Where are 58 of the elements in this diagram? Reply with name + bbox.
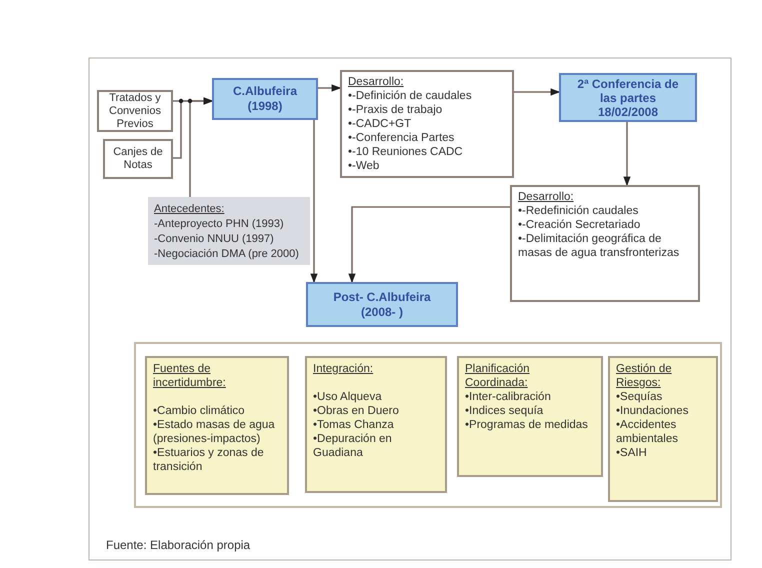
list-item: •-Conferencia Partes [348,131,456,145]
heading: Desarrollo: [348,75,405,89]
list-item: •-Delimitación geográfica de masas de agua transfronterizas [518,232,680,260]
connector-arrow [189,97,214,197]
list-item: •Tomas Chanza [313,418,395,432]
list-item: •-Praxis de trabajo [348,103,444,117]
list-item: •Estuarios y zonas de transición [153,446,265,474]
list-item: •-CADC+GT [348,117,412,131]
list-item: •Indices sequía [465,404,544,418]
list-item: -Anteproyecto PHN (1993) [154,217,285,232]
list-item: -Negociación DMA (pre 2000) [154,247,300,262]
caption: Fuente: Elaboración propia [106,538,250,552]
connector-arrow [318,84,342,92]
list-box [340,70,514,178]
list-item: •Programas de medidas [465,418,589,432]
list-item: •-Creación Secretariado [518,218,642,232]
list-item: •SAIH [616,446,648,460]
topic-box [608,356,718,502]
process-box [97,90,173,132]
heading: Integración: [313,362,374,376]
topic-box [145,356,289,495]
background-panel [148,197,310,265]
connector-arrow [348,206,510,284]
list-item: •Accidentes ambientales [616,418,680,446]
node-label: Post- C.Albufeira (2008- ) [332,290,432,320]
heading: Gestión de Riesgos: [616,362,673,390]
heading: Desarrollo: [518,190,575,204]
node-label: Tratados y Convenios Previos [108,92,162,130]
list-item: •-Redefinición caudales [518,204,640,218]
connector-arrow [310,120,318,284]
process-box [103,139,173,179]
list-item: •Uso Alqueva [313,390,383,404]
list-item: -Convenio NNUU (1997) [154,232,275,247]
list-item: •Inter-calibración [465,390,552,404]
milestone-box [559,73,697,122]
list-item: •Depuración en Guadiana [313,432,393,460]
node-label: 2ª Conferencia de las partes 18/02/2008 [576,76,680,118]
heading: Fuentes de incertidumbre: [153,362,227,390]
list-item: •Estado masas de agua (presiones-impactos) [153,418,276,446]
topic-box [305,356,447,493]
connector-arrow [514,88,560,96]
connector-arrow [623,122,631,186]
heading: Planificación Coordinada: [465,362,531,390]
list-item: •Cambio climático [153,404,246,418]
group-band [134,342,722,508]
list-item: •Sequías [616,390,664,404]
heading: Antecedentes: [154,202,226,217]
milestone-box [306,282,458,327]
list-item: •Inundaciones [616,404,690,418]
list-item: •-10 Reuniones CADC [348,145,464,159]
node-label: C.Albufeira (1998) [232,84,298,114]
list-item: •-Definición de caudales [348,89,473,103]
node-label: Canjes de Notas [113,146,163,172]
list-item: •-Web [348,159,380,173]
list-box [510,185,700,302]
list-item: •Obras en Duero [313,404,400,418]
milestone-box [212,78,318,120]
topic-box [457,356,603,477]
